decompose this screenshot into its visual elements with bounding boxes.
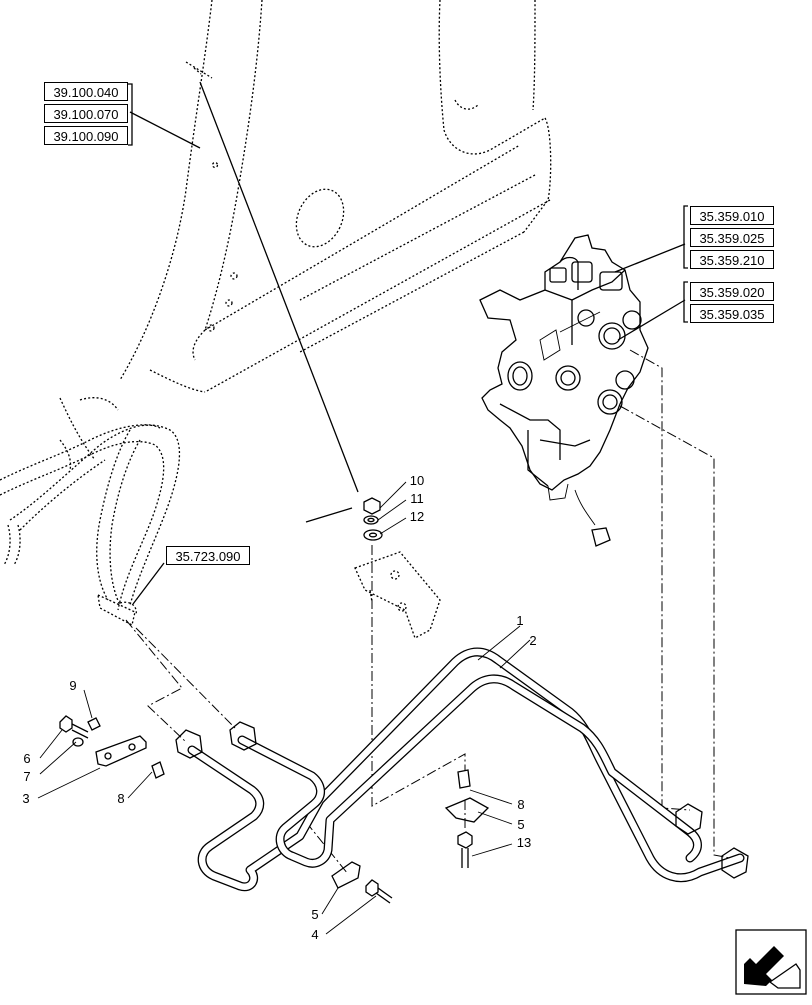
callout-6: 6 (23, 751, 31, 766)
leader-lines (129, 81, 686, 605)
callout-2: 2 (529, 633, 537, 648)
ref-code-frame-3[interactable]: 39.100.090 (44, 126, 128, 145)
loader-arm-phantom (119, 0, 552, 393)
bracket-phantom (354, 551, 441, 639)
fitting-nuts (175, 721, 749, 879)
clamp-middle (331, 861, 393, 904)
callout-leaders (37, 481, 531, 935)
callout-8-right: 8 (517, 797, 525, 812)
clamp-left (59, 715, 165, 779)
pipe-1 (187, 647, 745, 892)
control-valve (479, 234, 649, 547)
callout-5-right: 5 (517, 817, 525, 832)
ref-code-valve-a-2[interactable]: 35.359.025 (690, 228, 774, 247)
arrow-corner-icon[interactable] (735, 929, 807, 995)
callout-13: 13 (516, 835, 532, 850)
ref-code-valve-b-2[interactable]: 35.359.035 (690, 304, 774, 323)
pipe-2 (237, 674, 702, 868)
callout-4: 4 (311, 927, 319, 942)
hoses-phantom (0, 397, 181, 626)
clamp-right (444, 769, 490, 868)
ref-code-frame-1[interactable]: 39.100.040 (44, 82, 128, 101)
callout-5-left: 5 (311, 907, 319, 922)
ref-code-valve-a-1[interactable]: 35.359.010 (690, 206, 774, 225)
callout-10: 10 (409, 473, 425, 488)
callout-12: 12 (409, 509, 425, 524)
callout-1: 1 (516, 613, 524, 628)
callout-3: 3 (22, 791, 30, 806)
ref-code-hose[interactable]: 35.723.090 (166, 546, 250, 565)
ref-code-valve-b-1[interactable]: 35.359.020 (690, 282, 774, 301)
callout-11: 11 (410, 491, 424, 506)
ref-code-frame-2[interactable]: 39.100.070 (44, 104, 128, 123)
nut-washer-stack (363, 497, 383, 541)
callout-7: 7 (23, 769, 31, 784)
callout-9: 9 (69, 678, 77, 693)
ref-code-valve-a-3[interactable]: 35.359.210 (690, 250, 774, 269)
ref-brackets (128, 83, 688, 323)
callout-8-left: 8 (117, 791, 125, 806)
